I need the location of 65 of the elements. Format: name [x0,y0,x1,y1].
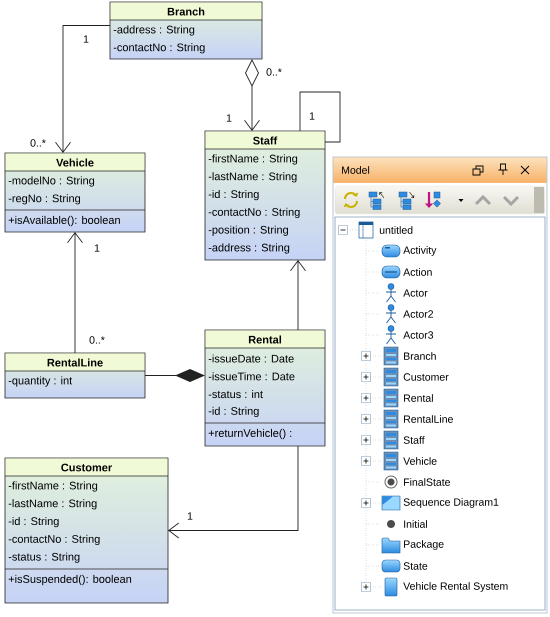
attribute-text: -issueDate : Date [208,354,294,363]
multiplicity-label: 0..* [266,68,282,76]
operation-text: +isAvailable(): boolean [8,216,120,226]
class-box [204,130,326,260]
tree-item: Initial [404,520,427,528]
tree-item: Activity [403,246,436,256]
arrow [67,232,83,354]
tree-item: Rental [404,394,433,402]
tree-item: Vehicle Rental System [403,582,508,592]
multiplicity-label: 1 [310,112,314,120]
attribute-text: -address : String [114,25,194,36]
class-box [4,352,146,398]
attribute-text: -quantity : int [8,376,72,387]
tree-item: Customer [404,373,449,381]
tree-item: Vehicle [403,457,437,465]
class-box [204,330,326,446]
attribute-text: -lastName : String [8,499,97,510]
multiplicity-label: 1 [84,35,88,43]
class-name: Vehicle [56,158,94,167]
attribute-text: -address : String [208,243,290,254]
attribute-text: -modelNo : String [8,176,94,187]
arrow [55,25,110,153]
attribute-text: -firstName : String [208,154,298,165]
attribute-text: -regNo : String [8,194,80,204]
attribute-text: -position : String [208,226,288,236]
tree-item: Actor [403,289,428,297]
attribute-text: -status : int [208,390,263,398]
tree-item: RentalLine [404,415,453,423]
tree-item: untitled [380,226,412,234]
tree-item: FinalState [404,478,450,486]
attribute-text: -id : String [208,190,259,200]
panel-title: Model [342,166,370,174]
attribute-text: -id : String [8,516,59,528]
attribute-text: -contactNo : String [208,208,300,218]
connector-line [300,92,340,142]
tree-item: Actor2 [403,310,433,318]
tree-view [334,216,546,610]
class-name: Staff [253,136,278,145]
tree-item: Branch [404,352,436,360]
multiplicity-label: 1 [94,244,100,252]
class-box [110,2,262,60]
attribute-text: -contactNo : String [8,534,100,546]
class-name: RentalLine [48,358,103,367]
tree-item: Staff [404,436,425,444]
attribute-text: -lastName : String [208,172,297,182]
class-name: Branch [168,7,204,16]
class-name: Customer [61,464,112,472]
class-box [4,152,146,232]
class-box [4,458,168,604]
attribute-text: -id : String [208,406,259,418]
tree-item: State [404,562,428,570]
attribute-text: -contactNo : String [114,43,205,54]
tree-item: Actor3 [403,331,434,339]
operation-text: +isSuspended(): boolean [8,574,132,586]
tree-item: Action [403,268,432,276]
arrow [168,446,298,538]
attribute-text: -firstName : String [8,481,98,492]
attribute-text: -issueTime : Date [208,372,294,380]
multiplicity-label: 1 [188,512,192,520]
class-name: Rental [248,335,282,344]
arrow [290,260,306,330]
tree-item: Package [404,540,444,550]
attribute-text: -status : String [8,552,80,563]
operation-text: +returnVehicle() : [208,428,292,440]
tree-item: Sequence Diagram1 [404,498,498,508]
